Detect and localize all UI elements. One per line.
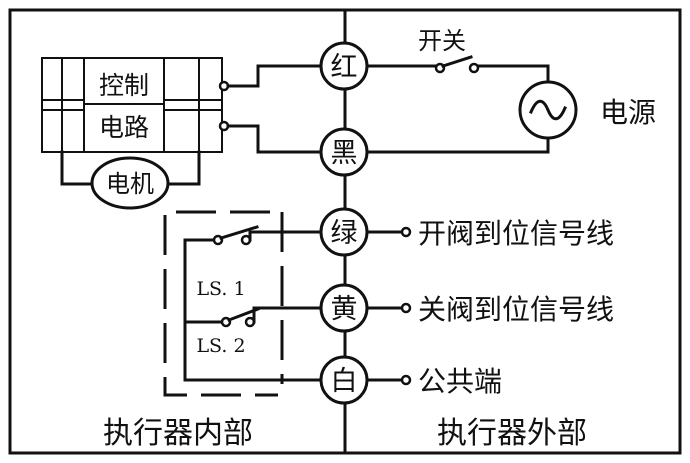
control-circuit-block: 控制 电路 <box>41 57 223 153</box>
wire-ls2-to-yellow <box>252 306 322 324</box>
switch-label: 开关 <box>418 27 466 55</box>
close-signal-terminal <box>400 302 412 314</box>
open-signal-label: 开阀到位信号线 <box>418 217 614 250</box>
wire-switch-to-source <box>476 64 550 82</box>
common-label: 公共端 <box>418 365 502 398</box>
terminal-yellow: 黄 <box>319 283 369 333</box>
wire-motor-loop <box>60 150 95 186</box>
terminal-green-label: 绿 <box>331 218 358 249</box>
common-terminal <box>400 374 412 386</box>
switch-contact-right <box>468 62 480 74</box>
control-circuit-label-2: 电路 <box>99 113 149 142</box>
wire-source-to-black <box>366 136 550 154</box>
wire-control-to-black <box>226 124 322 154</box>
terminal-red-label: 红 <box>331 52 358 83</box>
wire-limit-common <box>183 238 322 382</box>
terminal-yellow-label: 黄 <box>331 294 358 325</box>
close-signal-label: 关阀到位信号线 <box>418 293 614 326</box>
power-label: 电源 <box>600 96 656 129</box>
open-signal-terminal <box>400 226 412 238</box>
motor-label: 电机 <box>106 170 154 198</box>
wire-ls1-to-green <box>248 230 322 242</box>
section-inside-label: 执行器内部 <box>103 416 253 451</box>
terminal-black-label: 黑 <box>331 138 358 169</box>
section-outside-label: 执行器外部 <box>437 416 587 451</box>
terminal-white-label: 白 <box>331 366 358 397</box>
terminal-black: 黑 <box>319 127 369 177</box>
ls1-label: LS. 1 <box>196 278 245 300</box>
terminal-green: 绿 <box>319 207 369 257</box>
wire-control-to-red <box>226 64 322 88</box>
ls2-label: LS. 2 <box>196 335 245 357</box>
ls1-blade <box>219 225 259 240</box>
terminal-white: 白 <box>319 355 369 405</box>
terminal-red: 红 <box>319 41 369 91</box>
control-circuit-label-1: 控制 <box>99 71 149 100</box>
motor-symbol <box>90 156 170 210</box>
ac-wave-icon <box>529 99 567 121</box>
switch-blade <box>441 55 473 68</box>
limit-switch-enclosure-top <box>163 210 278 397</box>
